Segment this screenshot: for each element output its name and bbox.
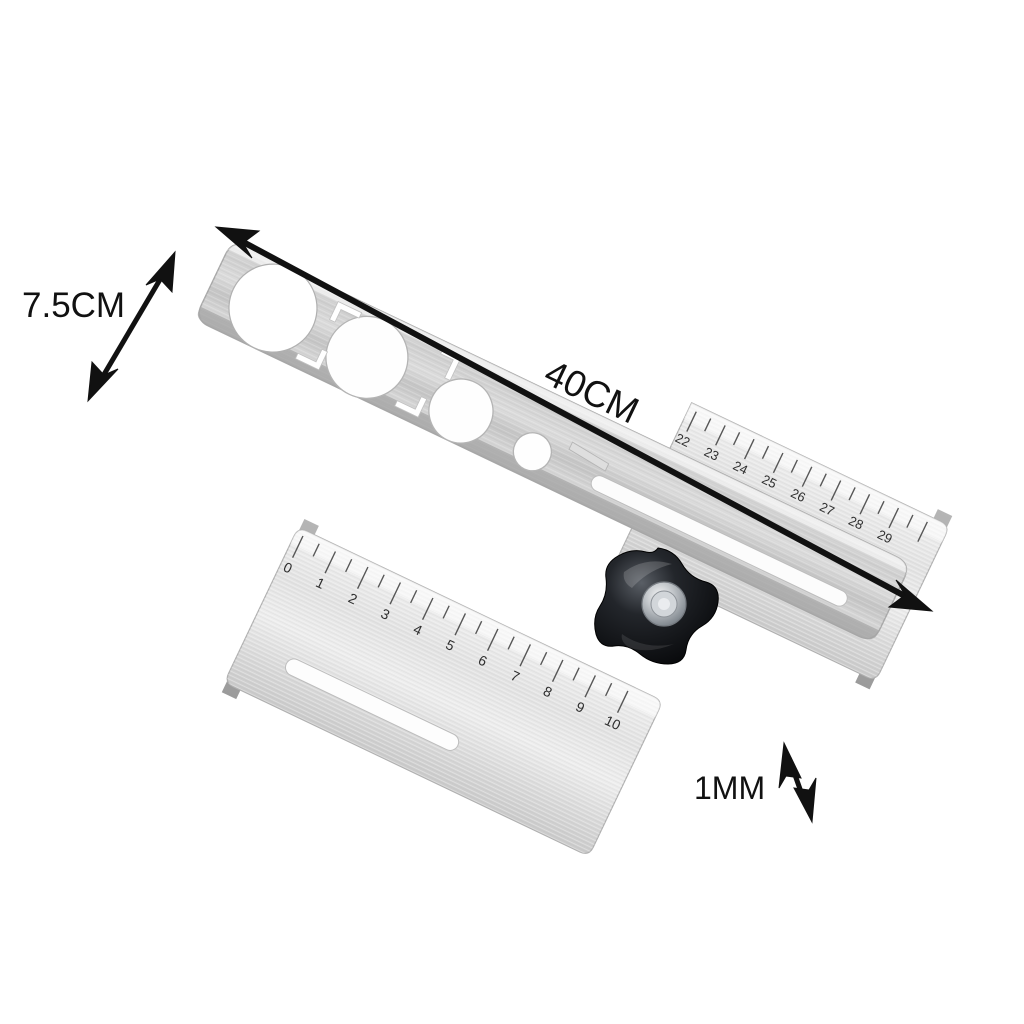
locking-knob [594,547,719,665]
near-scale-number: 10 [602,712,623,733]
far-scale-number: 26 [788,485,808,505]
far-scale-number: 27 [817,499,837,519]
corner-mark-top-left [329,300,363,323]
far-scale-number: 29 [875,527,895,547]
knob-highlight [623,561,672,588]
semicircle-notch [228,264,317,353]
beam-slot [590,475,848,607]
near-crossbar: 0 1 2 3 4 5 6 7 8 9 10 [221,518,661,854]
far-scale-numbers: 22 23 24 25 26 27 28 29 [673,430,895,546]
corner-mark-bottom-right [394,396,428,418]
small-hole [512,432,553,472]
length-dimension-arrow [214,226,934,612]
far-scale-graduations [686,411,928,543]
far-scale-number: 25 [760,472,780,492]
thickness-dimension-arrow [778,741,817,824]
near-scale-graduations [291,535,629,713]
far-scale-number: 28 [846,513,866,533]
far-scale-number: 24 [731,458,751,478]
medium-hole [428,378,494,444]
crossbar-slot [284,658,460,751]
main-beam [197,243,908,640]
width-dimension-label: 7.5CM [22,286,126,325]
far-scale-number: 22 [673,430,693,450]
width-dimension-arrow [87,250,176,403]
corner-mark-bottom-left [294,348,328,371]
thickness-dimension-label: 1MM [694,770,766,806]
far-scale-number: 23 [702,444,722,464]
beam-index-tab [568,441,610,472]
dimension-arrows [87,226,934,824]
